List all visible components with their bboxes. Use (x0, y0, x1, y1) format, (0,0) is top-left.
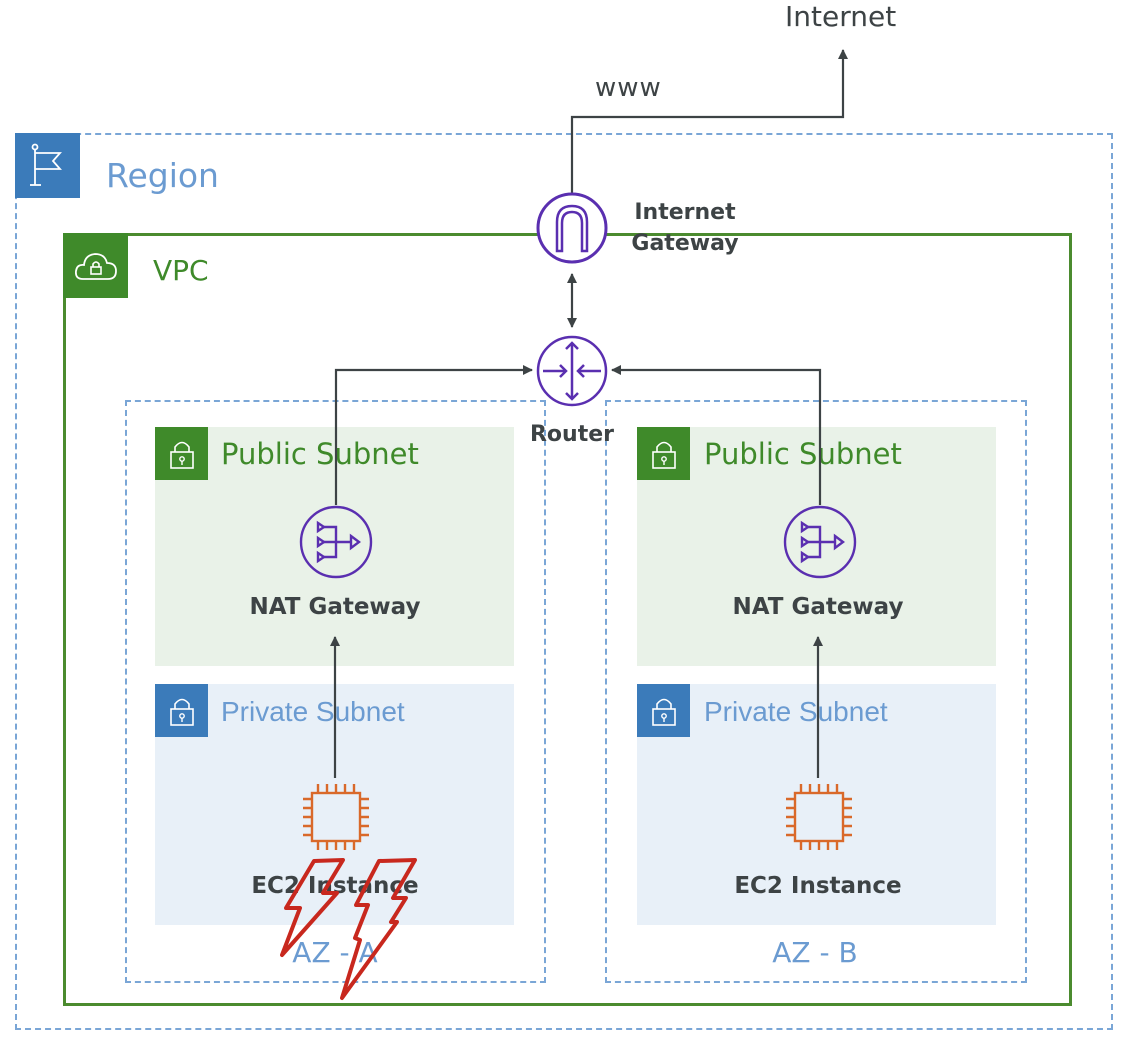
nat-gateway-b-icon (783, 505, 857, 579)
private-subnet-b-label: Private Subnet (704, 696, 888, 727)
vpc-label: VPC (153, 254, 209, 287)
private-subnet-a-badge (155, 684, 208, 737)
router-label: Router (529, 422, 614, 447)
nat-b-to-router-arrow (611, 365, 822, 505)
nat-gateway-a-label: NAT Gateway (249, 594, 421, 620)
vpc-badge (63, 233, 128, 298)
public-subnet-b-label: Public Subnet (704, 437, 902, 471)
region-boundary (15, 133, 1113, 1030)
igw-to-internet-arrow (570, 49, 848, 193)
private-subnet-b (637, 684, 996, 925)
nat-a-to-router-arrow (334, 365, 533, 505)
lock-icon (169, 698, 194, 726)
ec2-instance-a-icon (303, 784, 369, 850)
lock-icon (651, 698, 676, 726)
www-label: www (595, 73, 662, 103)
lock-icon (169, 441, 194, 469)
internet-gateway-label-line2: Gateway (631, 231, 739, 256)
az-a-label: AZ - A (292, 936, 378, 969)
lightning-bolt-icon-2 (340, 858, 417, 1000)
az-b-label: AZ - B (772, 936, 858, 969)
public-subnet-b-badge (637, 427, 690, 480)
private-subnet-b-badge (637, 684, 690, 737)
ec2-instance-b-icon (786, 784, 852, 850)
cloud-lock-icon (74, 252, 117, 280)
internet-gateway-icon (536, 192, 608, 264)
nat-gateway-a-icon (299, 505, 373, 579)
region-badge (15, 133, 80, 198)
internet-gateway-label: Internet Gateway (620, 200, 750, 256)
public-subnet-a-label: Public Subnet (221, 437, 419, 471)
lock-icon (651, 441, 676, 469)
lightning-bolt-icon-1 (280, 858, 345, 957)
internet-label: Internet (785, 0, 897, 33)
availability-zone-b (605, 400, 1027, 983)
router-icon (536, 335, 608, 407)
private-subnet-a-label: Private Subnet (221, 696, 405, 727)
ec2-instance-b-label: EC2 Instance (734, 873, 902, 899)
public-subnet-a-badge (155, 427, 208, 480)
region-label: Region (106, 156, 219, 195)
flag-icon (29, 143, 62, 186)
nat-gateway-b-label: NAT Gateway (732, 594, 904, 620)
internet-gateway-label-line1: Internet (634, 200, 736, 225)
